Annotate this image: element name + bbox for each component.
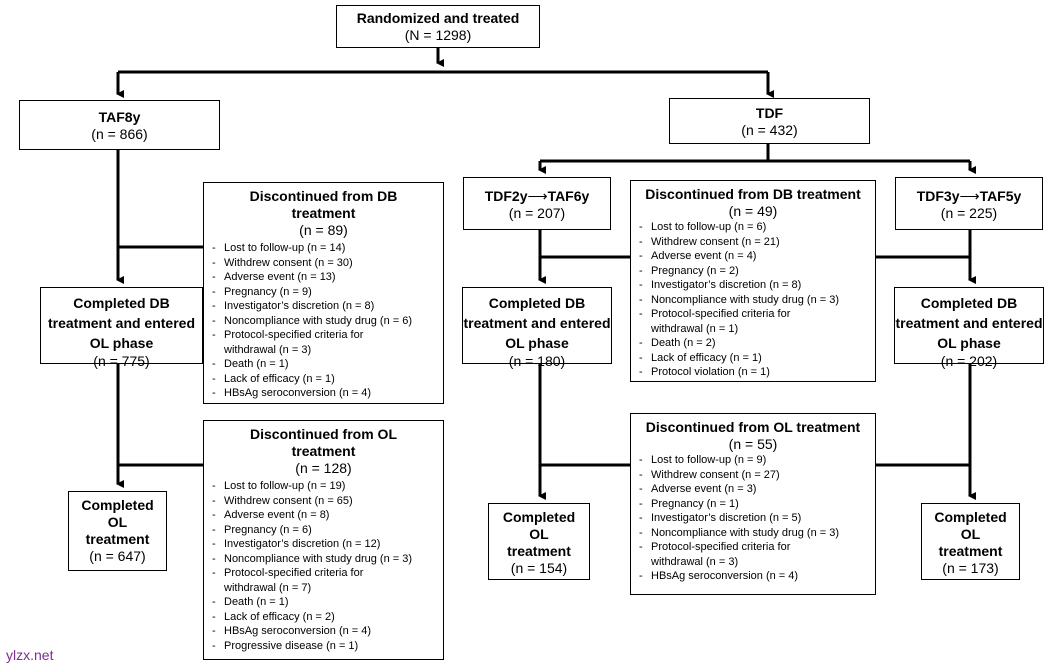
watermark: ylzx.net	[6, 647, 54, 663]
reason-item: Adverse event (n = 4)	[639, 249, 875, 264]
discontinued-db-left-title: Discontinued from DB treatment	[249, 188, 398, 221]
discontinued-db-right-box: Discontinued from DB treatment (n = 49) …	[630, 180, 876, 382]
reason-item: Death (n = 1)	[212, 357, 443, 372]
reason-item: Lack of efficacy (n = 2)	[212, 610, 443, 625]
reason-item: HBsAg seroconversion (n = 4)	[212, 386, 443, 401]
reason-item: Withdrew consent (n = 27)	[639, 468, 875, 483]
completed-ol-title: Completed OL treatment	[502, 509, 576, 559]
tdf3y-n: (n = 225)	[940, 205, 998, 221]
arrow-right-icon: ⟶	[959, 188, 980, 204]
reason-item: Pregnancy (n = 6)	[212, 523, 443, 538]
completed-db-box-tdf3y: Completed DB treatment and entered OL ph…	[894, 287, 1044, 369]
reason-item: HBsAg seroconversion (n = 4)	[639, 569, 875, 584]
reason-item: Lost to follow-up (n = 9)	[639, 453, 875, 468]
tdf2y-n: (n = 207)	[508, 205, 566, 221]
reason-item: Lack of efficacy (n = 1)	[639, 351, 875, 366]
reason-item: Investigator’s discretion (n = 8)	[212, 299, 443, 314]
completed-db-box-taf8y: Completed DB treatment and entered OL ph…	[40, 287, 203, 369]
taf8y-n: (n = 866)	[91, 126, 148, 142]
reason-item: HBsAg seroconversion (n = 4)	[212, 624, 443, 639]
tdf2y-title: TDF2y⟶TAF6y	[464, 188, 610, 205]
discontinued-ol-left-box: Discontinued from OL treatment (n = 128)…	[203, 420, 444, 660]
reason-item: Adverse event (n = 3)	[639, 482, 875, 497]
reason-item: Pregnancy (n = 9)	[212, 285, 443, 300]
reason-item: Lack of efficacy (n = 1)	[212, 372, 443, 387]
tdf3y-title: TDF3y⟶TAF5y	[896, 188, 1042, 205]
reason-item: Protocol-specified criteria for withdraw…	[212, 328, 443, 357]
taf5y-label: TAF5y	[979, 188, 1022, 204]
completed-db-box-tdf2y: Completed DB treatment and entered OL ph…	[462, 287, 612, 369]
randomized-title: Randomized and treated	[356, 10, 520, 26]
tdf2y-label: TDF2y	[484, 188, 528, 204]
reason-item: Noncompliance with study drug (n = 3)	[639, 526, 875, 541]
discontinued-db-right-title: Discontinued from DB treatment	[645, 186, 861, 202]
reason-item: Death (n = 1)	[212, 595, 443, 610]
randomized-box: Randomized and treated (N = 1298)	[336, 5, 540, 48]
discontinued-ol-left-reasons: Lost to follow-up (n = 19) Withdrew cons…	[204, 479, 443, 653]
completed-db-title: Completed DB treatment and entered OL ph…	[895, 295, 1043, 351]
discontinued-db-right-n: (n = 49)	[728, 203, 778, 219]
reason-item: Pregnancy (n = 1)	[639, 497, 875, 512]
reason-item: Adverse event (n = 13)	[212, 270, 443, 285]
reason-item: Protocol-specified criteria for withdraw…	[639, 307, 875, 336]
completed-ol-box-tdf3y: Completed OL treatment (n = 173)	[921, 503, 1020, 580]
completed-ol-n: (n = 647)	[89, 548, 146, 564]
discontinued-ol-right-n: (n = 55)	[728, 436, 778, 452]
discontinued-ol-left-title: Discontinued from OL treatment	[250, 426, 397, 459]
reason-item: Protocol violation (n = 1)	[639, 365, 875, 380]
discontinued-db-left-box: Discontinued from DB treatment (n = 89) …	[203, 182, 444, 404]
reason-item: Noncompliance with study drug (n = 6)	[212, 314, 443, 329]
reason-item: Investigator’s discretion (n = 12)	[212, 537, 443, 552]
completed-ol-n: (n = 173)	[942, 560, 999, 576]
reason-item: Noncompliance with study drug (n = 3)	[212, 552, 443, 567]
taf8y-title: TAF8y	[98, 109, 141, 125]
completed-db-n: (n = 775)	[93, 353, 150, 369]
discontinued-ol-right-reasons: Lost to follow-up (n = 9) Withdrew conse…	[631, 453, 875, 584]
completed-db-n: (n = 180)	[508, 353, 566, 369]
reason-item: Pregnancy (n = 2)	[639, 264, 875, 279]
tdf-box: TDF (n = 432)	[669, 98, 870, 144]
reason-item: Protocol-specified criteria for withdraw…	[212, 566, 443, 595]
reason-item: Noncompliance with study drug (n = 3)	[639, 293, 875, 308]
discontinued-db-right-reasons: Lost to follow-up (n = 6) Withdrew conse…	[631, 220, 875, 380]
reason-item: Investigator’s discretion (n = 8)	[639, 278, 875, 293]
reason-item: Protocol-specified criteria for withdraw…	[639, 540, 875, 569]
tdf3y-taf5y-box: TDF3y⟶TAF5y (n = 225)	[895, 177, 1043, 230]
completed-db-title: Completed DB treatment and entered OL ph…	[463, 295, 611, 351]
tdf3y-label: TDF3y	[916, 188, 960, 204]
discontinued-db-left-n: (n = 89)	[299, 222, 348, 238]
completed-db-title: Completed DB treatment and entered OL ph…	[47, 295, 196, 351]
discontinued-ol-left-n: (n = 128)	[295, 460, 352, 476]
taf6y-label: TAF6y	[547, 188, 590, 204]
tdf-n: (n = 432)	[741, 122, 798, 138]
discontinued-ol-right-title: Discontinued from OL treatment	[645, 419, 861, 435]
reason-item: Withdrew consent (n = 65)	[212, 494, 443, 509]
reason-item: Lost to follow-up (n = 6)	[639, 220, 875, 235]
reason-item: Withdrew consent (n = 30)	[212, 256, 443, 271]
randomized-n: (N = 1298)	[404, 27, 472, 43]
completed-ol-box-tdf2y: Completed OL treatment (n = 154)	[488, 503, 590, 580]
reason-item: Lost to follow-up (n = 14)	[212, 241, 443, 256]
completed-ol-n: (n = 154)	[510, 560, 568, 576]
reason-item: Death (n = 2)	[639, 336, 875, 351]
tdf-title: TDF	[755, 105, 784, 121]
completed-ol-box-taf8y: Completed OL treatment (n = 647)	[68, 491, 167, 571]
completed-ol-title: Completed OL treatment	[934, 509, 1007, 559]
reason-item: Investigator’s discretion (n = 5)	[639, 511, 875, 526]
tdf2y-taf6y-box: TDF2y⟶TAF6y (n = 207)	[463, 177, 611, 230]
taf8y-box: TAF8y (n = 866)	[19, 100, 220, 150]
completed-db-n: (n = 202)	[940, 353, 998, 369]
discontinued-ol-right-box: Discontinued from OL treatment (n = 55) …	[630, 413, 876, 595]
arrow-right-icon: ⟶	[527, 188, 548, 204]
reason-item: Withdrew consent (n = 21)	[639, 235, 875, 250]
reason-item: Progressive disease (n = 1)	[212, 639, 443, 654]
reason-item: Adverse event (n = 8)	[212, 508, 443, 523]
discontinued-db-left-reasons: Lost to follow-up (n = 14) Withdrew cons…	[204, 241, 443, 401]
completed-ol-title: Completed OL treatment	[81, 497, 154, 547]
reason-item: Lost to follow-up (n = 19)	[212, 479, 443, 494]
